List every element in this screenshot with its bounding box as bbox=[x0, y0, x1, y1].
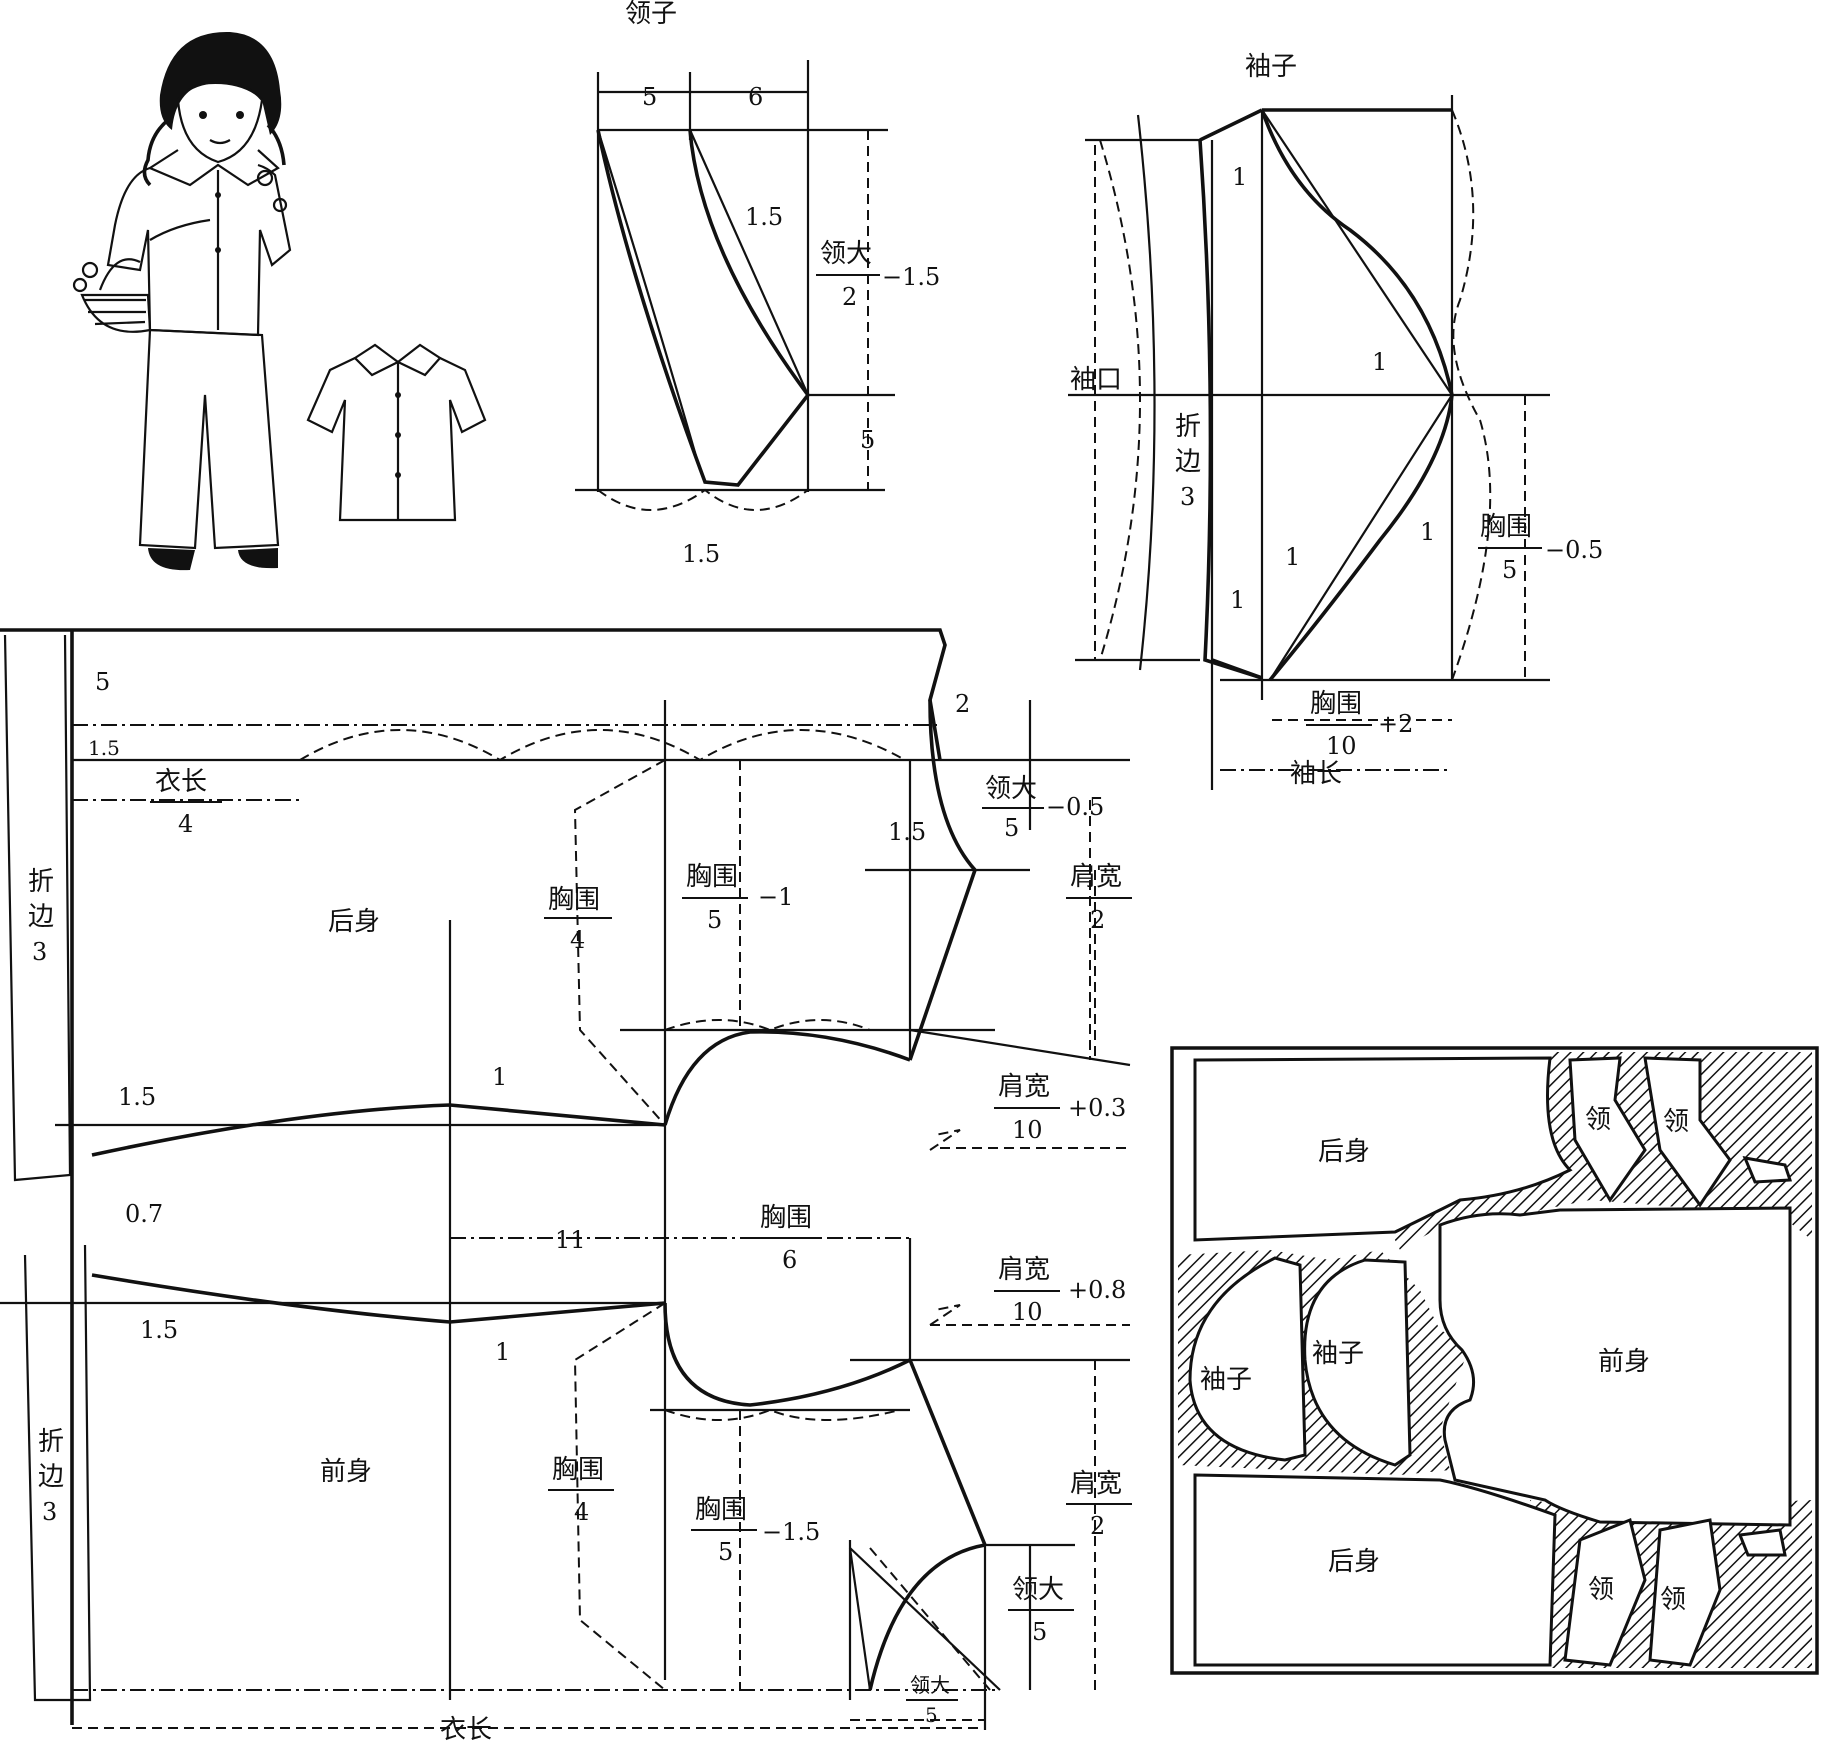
neck5b-den: 5 bbox=[1032, 1618, 1047, 1646]
chest5a-num: 胸围 bbox=[686, 862, 738, 892]
sleeve-m1a: 1 bbox=[1232, 163, 1247, 191]
body-m1-5neck: 1.5 bbox=[888, 818, 926, 846]
collar-title: 领子 bbox=[625, 0, 677, 29]
layout-collar1: 领 bbox=[1585, 1105, 1611, 1135]
collar-m6: 6 bbox=[748, 83, 763, 111]
neck5c-num: 领大 bbox=[910, 1673, 950, 1697]
collar-m5: 5 bbox=[642, 83, 657, 111]
shoulder10a-num: 肩宽 bbox=[998, 1072, 1050, 1102]
chest4a-den: 4 bbox=[570, 926, 585, 954]
layout-collar4: 领 bbox=[1660, 1585, 1686, 1615]
sleeve-chest10-suffix: +2 bbox=[1378, 710, 1413, 738]
len4-num: 衣长 bbox=[155, 767, 207, 797]
layout-back2: 后身 bbox=[1328, 1547, 1380, 1577]
body-fold2-c: 3 bbox=[42, 1498, 57, 1526]
body-fold2-b: 边 bbox=[38, 1462, 64, 1492]
shoulder2b-den: 2 bbox=[1090, 1512, 1105, 1540]
collar-neck-den: 2 bbox=[842, 283, 857, 311]
neck5b-num: 领大 bbox=[1012, 1575, 1064, 1605]
shoulder10a-suffix: +0.3 bbox=[1068, 1094, 1126, 1122]
sleeve-m1d: 1 bbox=[1285, 543, 1300, 571]
sleeve-length: 袖长 bbox=[1290, 759, 1342, 789]
body-m1-5top: 1.5 bbox=[88, 736, 120, 760]
chest5a-suffix: −1 bbox=[758, 883, 793, 911]
neck5-num: 领大 bbox=[985, 774, 1037, 804]
sleeve-cuff: 袖口 bbox=[1070, 365, 1122, 395]
layout-back1: 后身 bbox=[1318, 1137, 1370, 1167]
sleeve-m1e: 1 bbox=[1230, 586, 1245, 614]
cutting-layout: 后身 后身 前身 袖子 袖子 领 领 领 领 bbox=[1170, 1046, 1819, 1675]
shoulder10b-num: 肩宽 bbox=[998, 1255, 1050, 1285]
shoulder2b-num: 肩宽 bbox=[1070, 1469, 1122, 1499]
shirt-illustration bbox=[306, 343, 487, 522]
body-m2: 2 bbox=[955, 690, 970, 718]
body-fold2-a: 折 bbox=[38, 1427, 64, 1457]
collar-m5b: 5 bbox=[860, 426, 875, 454]
body-m1b: 1 bbox=[495, 1338, 510, 1366]
shoulder2a-num: 肩宽 bbox=[1070, 862, 1122, 892]
collar-m1-5a: 1.5 bbox=[745, 203, 783, 231]
sleeve-m1b: 1 bbox=[1372, 348, 1387, 376]
body-m0-7: 0.7 bbox=[125, 1200, 163, 1228]
collar-draft: 领子 5 6 1.5 1.5 5 领大 2 −1.5 bbox=[575, 0, 940, 568]
chest5b-den: 5 bbox=[718, 1538, 733, 1566]
chest4a-num: 胸围 bbox=[548, 885, 600, 915]
neck5c-den: 5 bbox=[925, 1703, 938, 1727]
sleeve-chest10-den: 10 bbox=[1326, 732, 1357, 760]
sleeve-m1c: 1 bbox=[1420, 518, 1435, 546]
body-m1-5b: 1.5 bbox=[140, 1316, 178, 1344]
shoulder10a-den: 10 bbox=[1012, 1116, 1043, 1144]
sleeve-draft: 袖子 袖口 折 边 3 1 1 1 1 1 胸围 5 bbox=[1068, 52, 1603, 790]
chest4b-den: 4 bbox=[574, 1498, 589, 1526]
chest5b-num: 胸围 bbox=[695, 1495, 747, 1525]
shoulder2a-den: 2 bbox=[1090, 906, 1105, 934]
layout-sleeve1: 袖子 bbox=[1200, 1365, 1252, 1395]
sleeve-chest10-num: 胸围 bbox=[1310, 689, 1362, 719]
layout-front: 前身 bbox=[1598, 1347, 1650, 1377]
sleeve-chest-suffix: −0.5 bbox=[1545, 536, 1603, 564]
body-m11: 11 bbox=[555, 1226, 586, 1254]
sleeve-chest-num: 胸围 bbox=[1480, 512, 1532, 542]
body-length: 衣长 bbox=[440, 1715, 492, 1745]
chest6-num: 胸围 bbox=[760, 1203, 812, 1233]
body-m1a: 1 bbox=[492, 1063, 507, 1091]
girl-illustration bbox=[72, 31, 292, 571]
body-fold-b: 边 bbox=[28, 902, 54, 932]
body-fold-a: 折 bbox=[28, 867, 54, 897]
chest5a-den: 5 bbox=[707, 906, 722, 934]
layout-collar3: 领 bbox=[1588, 1575, 1614, 1605]
body-fold-c: 3 bbox=[32, 938, 47, 966]
chest5b-suffix: −1.5 bbox=[762, 1518, 820, 1546]
body-back-label: 后身 bbox=[328, 907, 380, 937]
shoulder10b-den: 10 bbox=[1012, 1298, 1043, 1326]
sleeve-fold-a: 折 bbox=[1175, 412, 1201, 442]
collar-neck-num: 领大 bbox=[820, 239, 872, 269]
body-m5: 5 bbox=[95, 668, 110, 696]
sleeve-title: 袖子 bbox=[1245, 52, 1297, 82]
chest4b-num: 胸围 bbox=[552, 1455, 604, 1485]
sleeve-chest-den: 5 bbox=[1502, 556, 1517, 584]
layout-collar2: 领 bbox=[1663, 1107, 1689, 1137]
body-draft: 后身 前身 折 边 3 折 边 3 5 1.5 2 1.5 1.5 1.5 1 … bbox=[0, 628, 1132, 1745]
shoulder10b-suffix: +0.8 bbox=[1068, 1276, 1126, 1304]
neck5-den: 5 bbox=[1004, 814, 1019, 842]
collar-m1-5b: 1.5 bbox=[682, 540, 720, 568]
len4-den: 4 bbox=[178, 810, 193, 838]
layout-sleeve2: 袖子 bbox=[1312, 1339, 1364, 1369]
body-m1-5a: 1.5 bbox=[118, 1083, 156, 1111]
sleeve-fold-b: 边 bbox=[1175, 447, 1201, 477]
sleeve-fold-c: 3 bbox=[1180, 483, 1195, 511]
chest6-den: 6 bbox=[782, 1246, 797, 1274]
body-front-label: 前身 bbox=[320, 1457, 372, 1487]
collar-neck-suffix: −1.5 bbox=[882, 263, 940, 291]
neck5-suffix: −0.5 bbox=[1046, 793, 1104, 821]
